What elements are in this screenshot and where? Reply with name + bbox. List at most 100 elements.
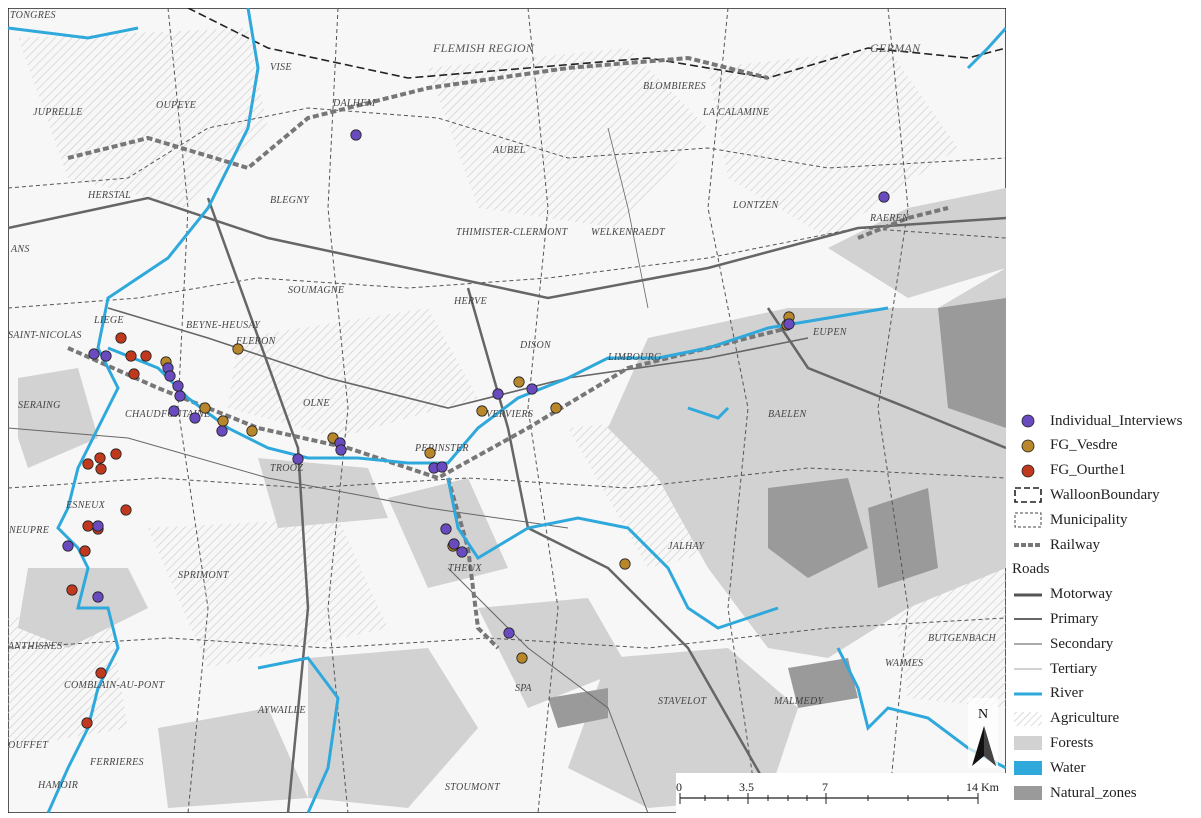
place-label: HERVE <box>453 296 487 307</box>
fg-ourthe-point[interactable] <box>81 717 93 729</box>
fg-ourthe-point[interactable] <box>115 332 127 344</box>
legend-item: Primary <box>1012 608 1098 630</box>
legend-item: Tertiary <box>1012 658 1097 680</box>
interview-point[interactable] <box>292 453 304 465</box>
place-label: WELKENRAEDT <box>591 227 666 238</box>
legend-symbol <box>1012 609 1044 629</box>
place-label: SPA <box>515 683 532 694</box>
map-frame[interactable]: FLEMISH REGION GERMAN TONGRES JUPRELLE O… <box>7 7 1008 814</box>
fg-ourthe-point[interactable] <box>140 350 152 362</box>
legend-label: Secondary <box>1050 635 1114 652</box>
legend-label: Natural_zones <box>1050 784 1137 801</box>
legend-label: Agriculture <box>1050 710 1120 727</box>
legend-symbol <box>1012 659 1044 679</box>
scale-tick-label: 14 Km <box>966 780 1000 794</box>
scale-tick-label: 7 <box>822 780 828 794</box>
interview-point[interactable] <box>878 191 890 203</box>
interview-point[interactable] <box>88 348 100 360</box>
interview-point[interactable] <box>335 444 347 456</box>
region-label: GERMAN <box>870 41 921 55</box>
interview-point[interactable] <box>189 412 201 424</box>
interview-point[interactable] <box>100 350 112 362</box>
scale-tick-label: 3.5 <box>739 780 754 794</box>
interview-point[interactable] <box>456 546 468 558</box>
fg-vesdre-point[interactable] <box>513 376 525 388</box>
place-label: TROOZ <box>270 463 303 474</box>
legend-item: Municipality <box>1012 509 1128 531</box>
place-label: RAEREN <box>869 213 910 224</box>
interview-point[interactable] <box>440 523 452 535</box>
place-label: VISE <box>270 62 292 73</box>
fg-ourthe-point[interactable] <box>95 463 107 475</box>
place-label: BLEGNY <box>270 195 310 206</box>
fg-vesdre-point[interactable] <box>217 415 229 427</box>
interview-point[interactable] <box>783 318 795 330</box>
place-label: DALHEM <box>332 98 376 109</box>
interview-point[interactable] <box>164 370 176 382</box>
place-label: BAELEN <box>768 409 807 420</box>
legend-symbol <box>1012 485 1044 505</box>
legend-item: FG_Vesdre <box>1012 435 1118 457</box>
interview-point[interactable] <box>492 388 504 400</box>
legend-symbol <box>1012 733 1044 753</box>
place-label: FERRIERES <box>89 757 144 768</box>
fg-vesdre-point[interactable] <box>424 447 436 459</box>
interview-point[interactable] <box>448 538 460 550</box>
interview-point[interactable] <box>92 520 104 532</box>
fg-ourthe-point[interactable] <box>128 368 140 380</box>
place-label: HAMOIR <box>37 780 78 791</box>
place-label: PEPINSTER <box>414 443 469 454</box>
interview-point[interactable] <box>350 129 362 141</box>
place-label: AUBEL <box>492 145 526 156</box>
interview-point[interactable] <box>526 383 538 395</box>
fg-vesdre-point[interactable] <box>199 402 211 414</box>
place-label: THEUX <box>448 563 482 574</box>
legend-label: Motorway <box>1050 586 1113 603</box>
place-label: SPRIMONT <box>178 570 230 581</box>
legend-label: Forests <box>1050 734 1094 751</box>
legend-symbol <box>1012 758 1044 778</box>
interview-point[interactable] <box>503 627 515 639</box>
legend-item: Secondary <box>1012 633 1113 655</box>
legend-symbol <box>1012 783 1044 803</box>
fg-vesdre-point[interactable] <box>476 405 488 417</box>
fg-ourthe-point[interactable] <box>82 520 94 532</box>
place-label: LIMBOURG <box>607 352 662 363</box>
legend-item: Agriculture <box>1012 708 1119 730</box>
natural-zones <box>548 298 1006 728</box>
legend-label: Municipality <box>1050 511 1128 528</box>
interview-point[interactable] <box>436 461 448 473</box>
fg-vesdre-point[interactable] <box>619 558 631 570</box>
region-label: FLEMISH REGION <box>432 41 535 55</box>
north-label: N <box>978 707 988 722</box>
fg-ourthe-point[interactable] <box>79 545 91 557</box>
walloon-boundary <box>187 7 1007 79</box>
fg-ourthe-point[interactable] <box>95 667 107 679</box>
legend-symbol <box>1012 684 1044 704</box>
interview-point[interactable] <box>92 591 104 603</box>
fg-vesdre-point[interactable] <box>232 343 244 355</box>
place-label: HERSTAL <box>87 190 131 201</box>
fg-vesdre-point[interactable] <box>550 402 562 414</box>
interview-point[interactable] <box>62 540 74 552</box>
municipality-boundaries <box>7 7 1007 814</box>
fg-vesdre-point[interactable] <box>516 652 528 664</box>
interview-point[interactable] <box>216 425 228 437</box>
fg-ourthe-point[interactable] <box>110 448 122 460</box>
interview-point[interactable] <box>172 380 184 392</box>
legend-item: Motorway <box>1012 584 1113 606</box>
place-labels: TONGRES JUPRELLE OUPEYE VISE DALHEM BLOM… <box>7 10 996 793</box>
legend-label: WalloonBoundary <box>1050 486 1160 503</box>
interview-point[interactable] <box>168 405 180 417</box>
fg-ourthe-point[interactable] <box>82 458 94 470</box>
fg-ourthe-point[interactable] <box>125 350 137 362</box>
fg-vesdre-point[interactable] <box>246 425 258 437</box>
legend-label: River <box>1050 685 1084 702</box>
place-label: WAIMES <box>885 658 923 669</box>
fg-ourthe-point[interactable] <box>120 504 132 516</box>
fg-ourthe-point[interactable] <box>66 584 78 596</box>
fg-ourthe-point[interactable] <box>94 452 106 464</box>
legend-label: Tertiary <box>1050 660 1098 677</box>
interview-point[interactable] <box>174 390 186 402</box>
